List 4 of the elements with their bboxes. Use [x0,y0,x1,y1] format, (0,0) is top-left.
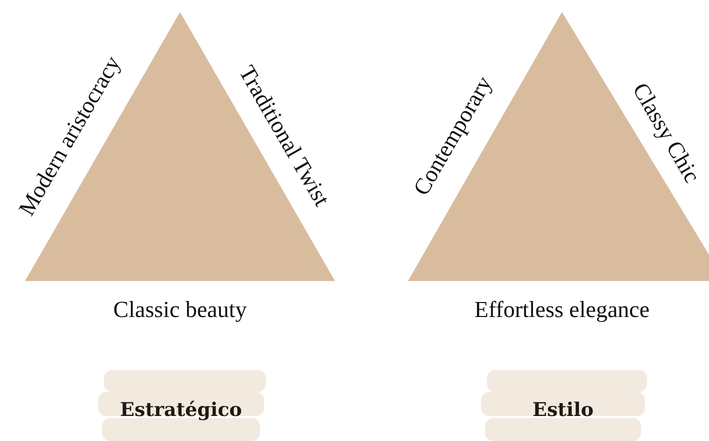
triangle-caption: Classic beauty [113,297,247,323]
badge-label: Estilo [532,399,594,421]
triangle-caption: Effortless elegance [474,297,650,323]
badge-label: Estratégico [120,399,242,421]
